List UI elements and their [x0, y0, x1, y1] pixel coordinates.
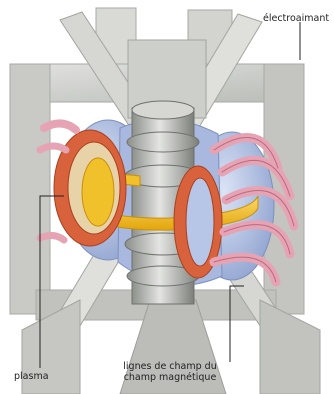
label-field-lines-line1: lignes de champ du — [110, 361, 230, 372]
label-field-lines: lignes de champ du champ magnétique — [110, 361, 230, 383]
label-electroaimant: électroaimant — [263, 13, 329, 24]
label-field-lines-line2: champ magnétique — [110, 372, 230, 383]
label-plasma: plasma — [14, 371, 49, 382]
